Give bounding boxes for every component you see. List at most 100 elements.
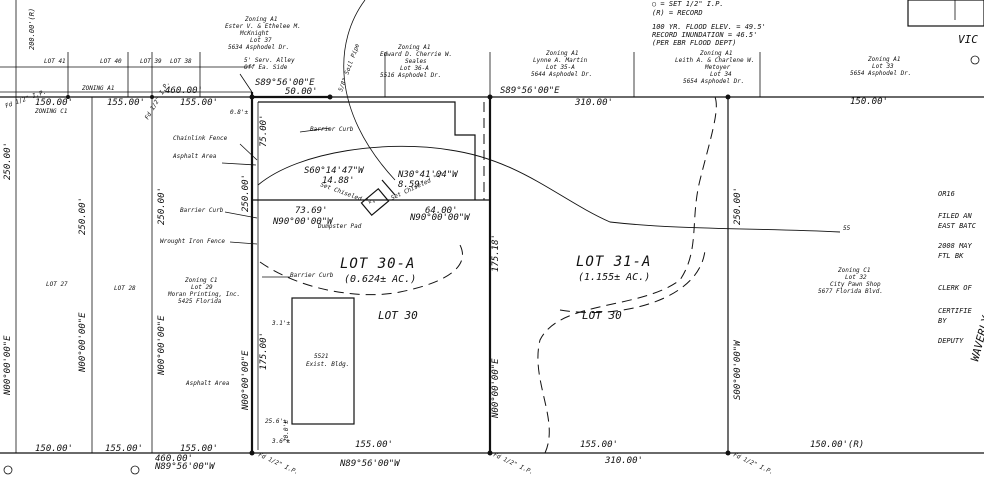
svg-text:Zoning A1: Zoning A1: [699, 50, 733, 57]
label-ip3: Fd 1/2" I.P.: [257, 451, 299, 476]
svg-text:5654 Asphodel Dr.: 5654 Asphodel Dr.: [850, 70, 911, 77]
svg-text:5634 Asphodel Dr.: 5634 Asphodel Dr.: [228, 44, 289, 51]
legend-record: (R) = RECORD: [652, 9, 703, 17]
dist-200b: 20.0'±: [283, 420, 290, 442]
dist-250a: 250.00': [3, 142, 13, 180]
bearing-mid: N00°00'00"E: [491, 358, 501, 419]
svg-text:Lot 37: Lot 37: [250, 37, 272, 44]
dist-460b: 460.00': [155, 454, 193, 464]
label-bldg-number: 5521: [314, 353, 328, 360]
label-barrier-curb-left: Barrier Curb: [180, 207, 224, 214]
dist-31: 3.1'±: [271, 320, 290, 327]
svg-text:OR16: OR16: [938, 190, 955, 198]
bearing-west-left3: N00°00'00"E: [157, 315, 167, 376]
svg-text:Metoyer: Metoyer: [704, 64, 731, 71]
top-lot-37: Zoning A1 Ester V. & Ethelee M. McKnight…: [225, 16, 301, 51]
leader-iron-fence: [229, 241, 258, 245]
dist-08: 0.8'±: [230, 109, 248, 116]
legend-inundation: RECORD INUNDATION = 46.5': [652, 31, 757, 39]
label-chainlink: Chainlink Fence: [173, 135, 228, 142]
lot-29-info: Zoning C1 Lot 29 Moran Printing, Inc. 54…: [167, 277, 240, 305]
top-lot-36a: Zoning A1 Edward D. Cherrie W. Seales Lo…: [380, 44, 452, 79]
svg-text:CLERK OF: CLERK OF: [938, 284, 973, 292]
legend-ip: ○ = SET 1/2" I.P.: [652, 0, 724, 8]
contour-55: [257, 145, 841, 233]
label-soil-pipe: 5/8" Soil Pipe: [337, 42, 361, 92]
svg-text:CERTIFIE: CERTIFIE: [938, 307, 973, 315]
label-vic: VIC: [958, 33, 978, 46]
dist-310b: 310.00': [604, 456, 643, 466]
leader-barrier: [224, 211, 258, 219]
label-lot-30-left: LOT 30: [378, 309, 418, 322]
monument-w3: [3, 465, 13, 475]
bearing-west: N00°00'00"E: [241, 350, 251, 411]
zoning-c1-label: ZONING C1: [34, 108, 68, 115]
label-iron-fence: Wrought Iron Fence: [160, 238, 225, 245]
leader-asphalt: [221, 162, 257, 166]
dist-75: 75.00': [259, 114, 269, 147]
dist-200-r: 200.00'(R): [28, 8, 36, 50]
svg-text:Zoning A1: Zoning A1: [545, 50, 579, 57]
bearing-bottom: N89°56'00"W: [339, 459, 401, 469]
lot-40-label: LOT 40: [100, 58, 122, 65]
monument-se: [725, 450, 731, 456]
alley-line2: Off Ea. Side: [244, 64, 288, 71]
flood-line-left: [259, 244, 463, 296]
svg-text:2008 MAY: 2008 MAY: [938, 242, 973, 250]
svg-text:McKnight: McKnight: [239, 30, 269, 37]
label-lot-30a: LOT 30-A: [340, 256, 415, 272]
bearing-west-left1: N00°00'00"E: [3, 335, 13, 396]
svg-text:5516 Asphodel Dr.: 5516 Asphodel Dr.: [380, 72, 441, 79]
label-lot-31a: LOT 31-A: [576, 254, 651, 270]
dist-155c: 155.00': [105, 444, 143, 454]
dist-250c: 250.00': [157, 187, 167, 225]
dist-859: 8.59': [398, 180, 425, 190]
lot-27-label: LOT 27: [46, 281, 68, 288]
arc-line: [343, 0, 396, 181]
leader-alley: [239, 73, 253, 93]
dist-250e: 250.00': [733, 187, 743, 225]
svg-text:Lynne A. Martin: Lynne A. Martin: [533, 57, 588, 64]
label-ip2: Fd 1/2" I.P.: [144, 80, 172, 121]
bearing-n30: N30°41'04"W: [397, 170, 459, 180]
dist-50: 50.00': [285, 87, 318, 97]
bearing-west-left2: N00°00'00"E: [78, 312, 88, 373]
bearing-top: S89°56'00"E: [255, 78, 315, 88]
monument-e: [970, 55, 980, 65]
bearing-n90a: N90°00'00"W: [272, 217, 334, 227]
monument-nw: [249, 94, 255, 100]
svg-text:Lot 29: Lot 29: [191, 284, 213, 291]
dist-17518: 175.18': [491, 234, 501, 272]
dist-150r: 150.00'(R): [810, 440, 864, 450]
label-ip4: Fd 1/2" I.P.: [492, 451, 534, 476]
top-lot-33: Zoning A1 Lot 33 5654 Asphodel Dr.: [850, 56, 911, 77]
dist-150c: 150.00': [35, 444, 73, 454]
svg-text:Zoning C1: Zoning C1: [184, 277, 218, 284]
dist-310a: 310.00': [574, 98, 613, 108]
dist-175: 175.00': [259, 332, 269, 370]
dist-250d: 250.00': [241, 174, 251, 212]
dist-155e: 155.00': [180, 444, 218, 454]
label-ip5: Fd 1/2" I.P.: [732, 451, 774, 476]
monument-w2: [66, 95, 70, 99]
label-lot-30-right: LOT 30: [582, 309, 622, 322]
bearing-east: S00°00'00"W: [733, 339, 743, 400]
label-barrier-curb-top: Barrier Curb: [310, 126, 354, 133]
lot-39-label: LOT 39: [140, 58, 162, 65]
svg-text:Lot 35-A: Lot 35-A: [546, 64, 575, 71]
monument-s: [487, 450, 493, 456]
alley-line1: 5' Serv. Alley: [244, 57, 295, 64]
svg-text:Zoning A1: Zoning A1: [867, 56, 901, 63]
label-asphalt1: Asphalt Area: [172, 153, 217, 160]
top-lot-35a: Zoning A1 Lynne A. Martin Lot 35-A 5644 …: [531, 50, 592, 78]
legend-source: (PER EBR FLOOD DEPT): [652, 39, 736, 47]
label-contour-55: 55: [843, 225, 851, 232]
label-bldg-name: Exist. Bldg.: [306, 361, 349, 368]
svg-text:5677 Florida Blvd.: 5677 Florida Blvd.: [818, 288, 883, 295]
bearing-top2: S89°56'00"E: [500, 86, 560, 96]
svg-text:Zoning A1: Zoning A1: [397, 44, 431, 51]
vicinity-box: [907, 0, 984, 27]
zoning-a1-label: ZONING A1: [81, 85, 115, 92]
dist-155f: 155.00': [580, 440, 618, 450]
